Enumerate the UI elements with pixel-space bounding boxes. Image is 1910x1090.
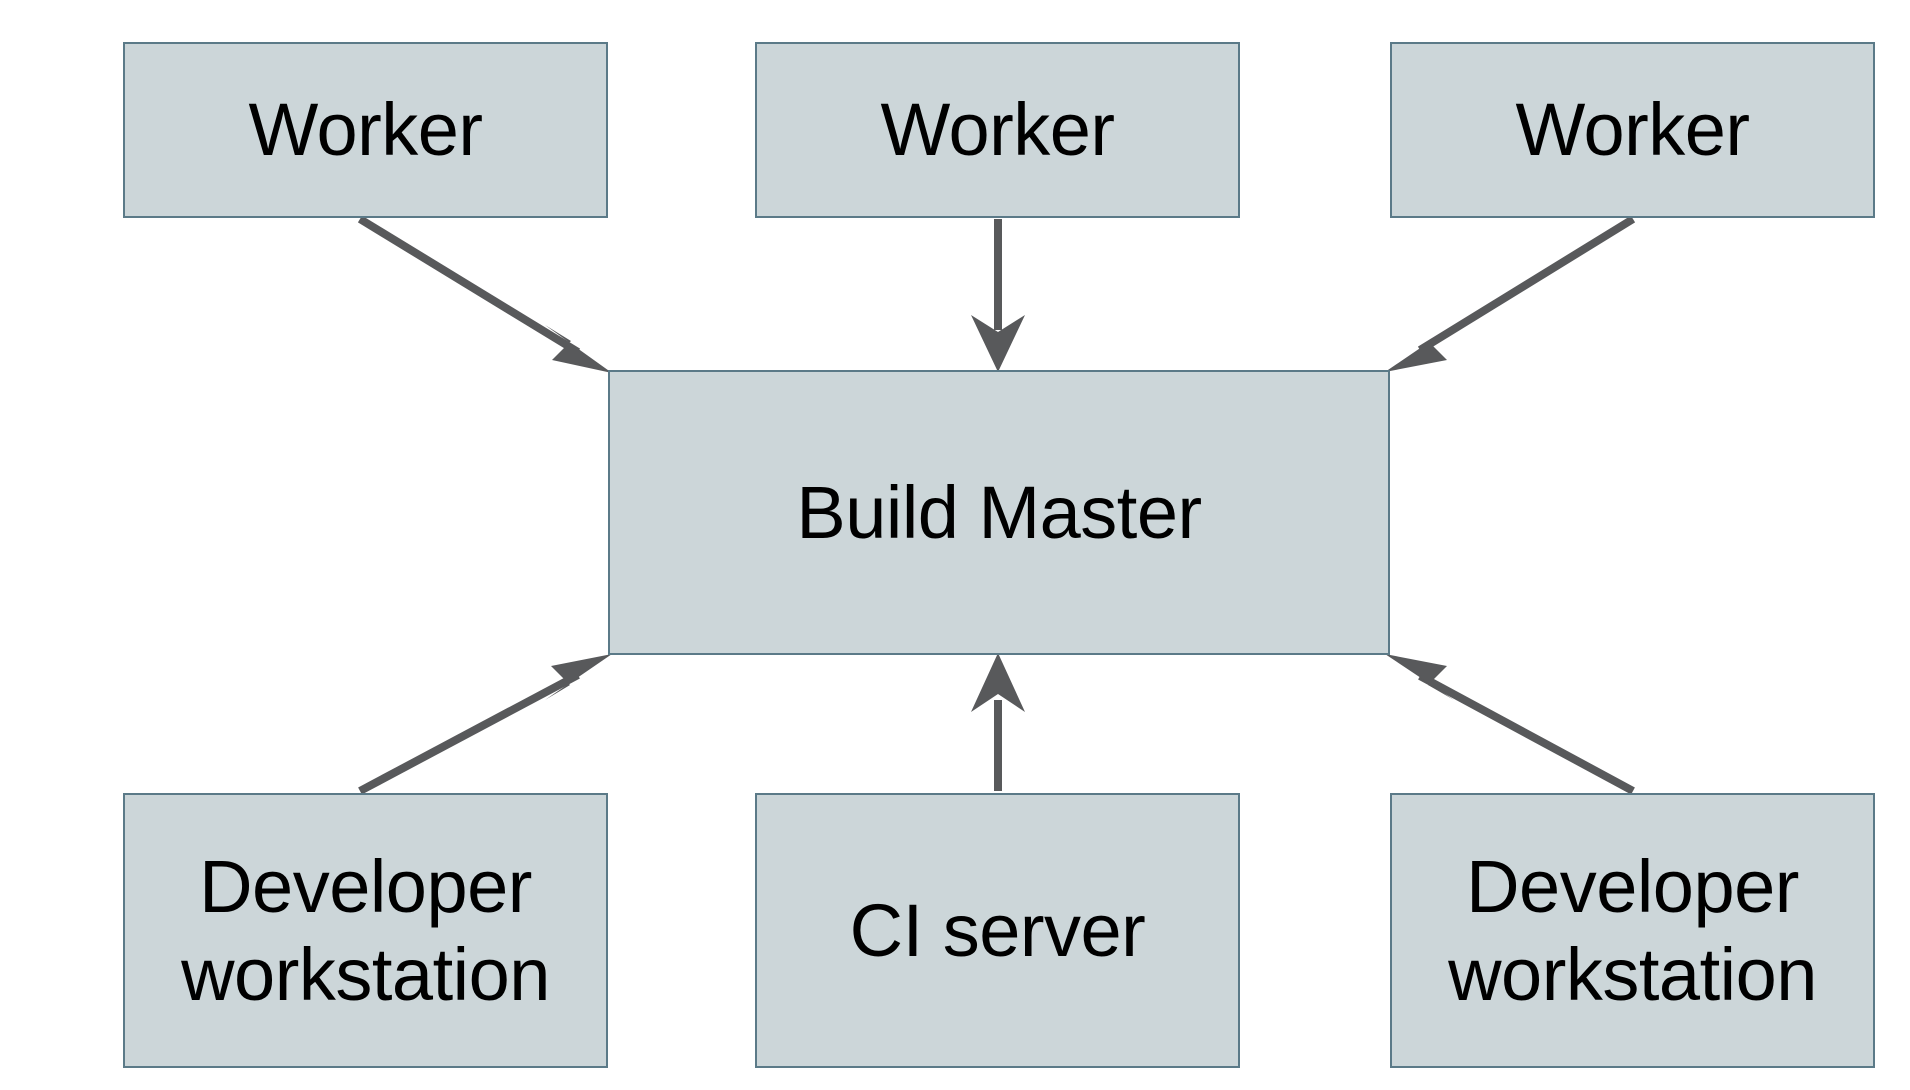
node-worker-2-label: Worker — [880, 88, 1115, 172]
node-developer-workstation-left[interactable]: Developer workstation — [123, 793, 608, 1068]
node-developer-workstation-right[interactable]: Developer workstation — [1390, 793, 1875, 1068]
node-ci-server-label: CI server — [849, 888, 1146, 972]
node-build-master[interactable]: Build Master — [608, 370, 1390, 655]
edge-worker3-master — [1385, 215, 1636, 372]
edge-ci-master — [971, 653, 1025, 791]
edge-worker1-master — [357, 215, 612, 373]
node-worker-3-label: Worker — [1515, 88, 1750, 172]
node-worker-1-label: Worker — [248, 88, 483, 172]
node-worker-2[interactable]: Worker — [755, 42, 1240, 218]
edge-worker2-master — [971, 219, 1025, 372]
node-worker-3[interactable]: Worker — [1390, 42, 1875, 218]
node-build-master-label: Build Master — [796, 470, 1202, 554]
node-ci-server[interactable]: CI server — [755, 793, 1240, 1068]
node-worker-1[interactable]: Worker — [123, 42, 608, 218]
edge-devleft-master — [358, 654, 612, 795]
node-developer-workstation-left-label: Developer workstation — [181, 845, 550, 1016]
node-developer-workstation-right-label: Developer workstation — [1448, 845, 1817, 1016]
edge-devright-master — [1385, 654, 1635, 795]
